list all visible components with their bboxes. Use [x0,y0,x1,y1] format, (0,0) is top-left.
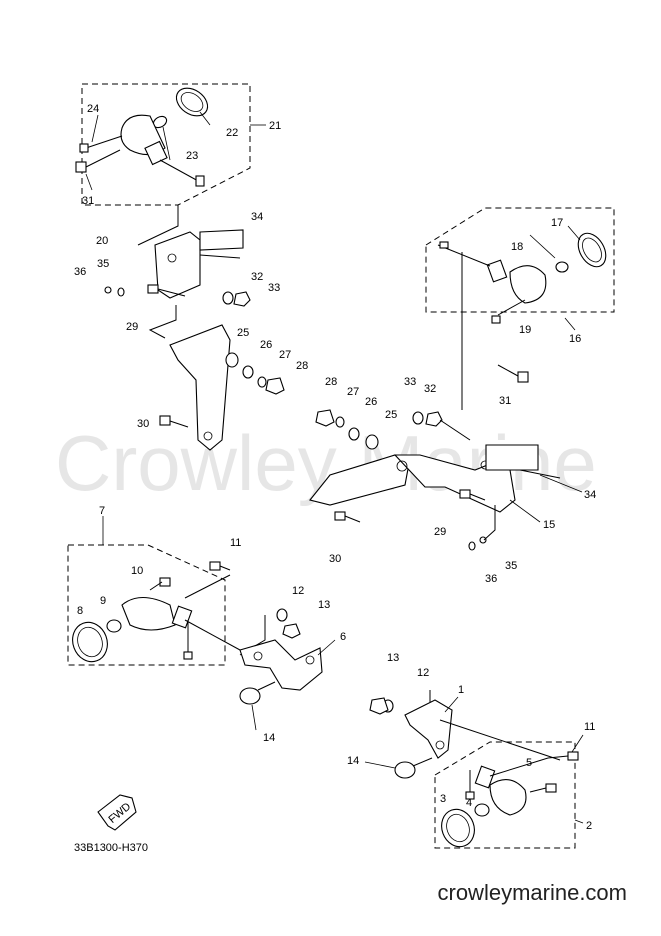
callout-25-left: 25 [237,327,249,339]
callout-23: 23 [186,150,198,162]
callout-17: 17 [551,217,563,229]
right-stay-group [309,409,561,551]
callout-33-right: 33 [404,376,416,388]
callout-18: 18 [511,241,523,253]
callout-36-right: 36 [485,573,497,585]
callout-6: 6 [340,631,346,643]
callout-20: 20 [96,235,108,247]
callout-11-right: 11 [584,721,595,733]
upper-left-flasher-group [75,83,266,206]
upper-left-stay-group [104,205,285,451]
footer: crowleymarine.com [0,880,661,906]
left-bracket-group [239,608,323,705]
callout-25-right: 25 [385,409,397,421]
callout-28-right: 28 [325,376,337,388]
callout-31-left: 31 [82,195,94,207]
callout-32-left: 32 [251,271,263,283]
callout-5: 5 [526,757,532,769]
callout-9: 9 [100,595,106,607]
callout-1: 1 [458,684,464,696]
callout-31-right: 31 [499,395,511,407]
leader-lines [251,474,584,824]
callout-36-left: 36 [74,266,86,278]
lower-right-flasher-group [434,741,579,849]
callout-13-left: 13 [318,599,330,611]
callout-22: 22 [226,127,238,139]
callout-2: 2 [586,820,592,832]
callout-34-right: 34 [584,489,596,501]
callout-12-left: 12 [292,585,304,597]
callout-27-left: 27 [279,349,291,361]
callout-14-left: 14 [263,732,275,744]
callout-33-left: 33 [268,282,280,294]
callout-29-right: 29 [434,526,446,538]
callout-26-right: 26 [365,396,377,408]
callout-15: 15 [543,519,555,531]
callout-3: 3 [440,793,446,805]
callout-12-right: 12 [417,667,429,679]
callout-30-left: 30 [137,418,149,430]
lower-left-flasher-group [67,516,241,666]
callout-11-left: 11 [230,537,241,549]
callout-19: 19 [519,324,531,336]
footer-site-link[interactable]: crowleymarine.com [437,880,628,905]
callout-34-left: 34 [251,211,263,223]
callout-29-left: 29 [126,321,138,333]
callout-4: 4 [466,797,472,809]
callout-30-right: 30 [329,553,341,565]
callout-28-left: 28 [296,360,308,372]
callout-35-right: 35 [505,560,517,572]
callout-8: 8 [77,605,83,617]
callout-7: 7 [99,505,105,517]
callout-27-right: 27 [347,386,359,398]
right-bracket-group [369,690,561,779]
callout-10: 10 [131,565,143,577]
callout-13-right: 13 [387,652,399,664]
callout-numbers: 1 2 3 4 5 6 7 8 9 10 11 11 12 12 13 13 1… [74,103,596,832]
callout-32-right: 32 [424,383,436,395]
callout-26-left: 26 [260,339,272,351]
callout-24: 24 [87,103,99,115]
callout-35-left: 35 [97,258,109,270]
callout-21: 21 [269,120,281,132]
drawing-code: 33B1300-H370 [74,842,148,854]
upper-right-flasher-group [425,207,615,410]
callout-14-right: 14 [347,755,359,767]
forward-arrow: FWD [97,794,137,831]
callout-16: 16 [569,333,581,345]
